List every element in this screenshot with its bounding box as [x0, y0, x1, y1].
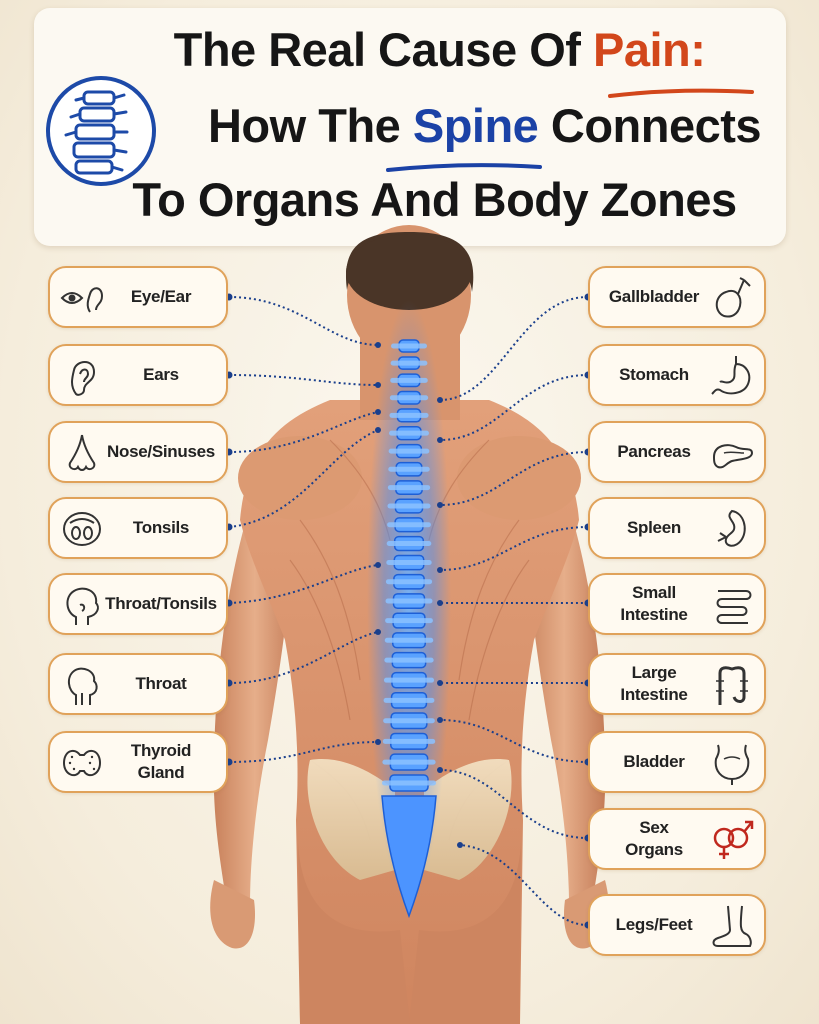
- throat-icon: [68, 667, 98, 705]
- spine-vertebrae: [381, 339, 437, 919]
- label-throat-tonsils: Throat/Tonsils: [48, 573, 228, 635]
- label-small-intestine: Small Intestine: [588, 573, 766, 635]
- label-text: Bladder: [623, 752, 685, 771]
- vertebra-process: [391, 343, 427, 349]
- vertebra-process: [387, 522, 431, 528]
- label-ears: Ears: [48, 344, 228, 406]
- label-text: Sex Organs: [625, 818, 683, 859]
- spleen-icon: [717, 509, 746, 547]
- label-text: Pancreas: [617, 442, 691, 461]
- vertebra-process: [390, 377, 428, 383]
- vertebra-process: [389, 412, 429, 418]
- vertebra-process: [382, 780, 436, 786]
- label-text: Eye/Ear: [130, 287, 192, 306]
- large-intestine-icon: [716, 666, 748, 705]
- vertebra-process: [388, 448, 430, 454]
- spine-underline: [386, 163, 542, 172]
- foot-icon: [712, 905, 752, 947]
- label-text: Nose/Sinuses: [107, 442, 215, 461]
- head-profile-icon: [66, 587, 99, 625]
- tonsils-icon: [63, 512, 101, 546]
- title-accent-pain: Pain:: [592, 23, 706, 76]
- label-thyroid-gland: Thyroid Gland: [48, 731, 228, 793]
- vertebra-process: [385, 598, 433, 604]
- vertebra-process: [383, 718, 435, 724]
- vertebrae-icon: [64, 90, 129, 175]
- title-accent-spine: Spine: [412, 99, 539, 152]
- label-legs-feet: Legs/Feet: [588, 894, 766, 956]
- label-sex-organs: Sex Organs: [588, 808, 766, 870]
- vertebra-process: [386, 541, 432, 547]
- title-line-3: To Organs And Body Zones: [132, 173, 737, 226]
- stomach-icon: [711, 356, 751, 395]
- eye-ear-icon: [60, 287, 104, 313]
- sacrum: [381, 795, 437, 919]
- label-text: Stomach: [619, 365, 689, 384]
- label-text: Throat: [135, 674, 187, 693]
- label-large-intestine: Large Intestine: [588, 653, 766, 715]
- label-text: Large Intestine: [620, 663, 688, 704]
- label-text: Gallbladder: [608, 287, 700, 306]
- label-gallbladder: Gallbladder: [588, 266, 766, 328]
- nose-icon: [68, 434, 96, 471]
- vertebra-process: [385, 579, 433, 585]
- vertebra-process: [385, 618, 433, 624]
- label-text: Ears: [143, 365, 179, 384]
- label-eye-ear: Eye/Ear: [48, 266, 228, 328]
- pain-underline: [608, 88, 754, 98]
- label-throat: Throat: [48, 653, 228, 715]
- title-line-1: The Real Cause Of Pain:: [173, 23, 706, 76]
- left-shoulder: [238, 436, 362, 520]
- vertebra-process: [383, 677, 435, 683]
- label-tonsils: Tonsils: [48, 497, 228, 559]
- label-stomach: Stomach: [588, 344, 766, 406]
- thyroid-icon: [62, 749, 102, 777]
- label-text: Thyroid Gland: [130, 741, 192, 782]
- label-text: Throat/Tonsils: [105, 594, 217, 613]
- vertebra-process: [384, 637, 434, 643]
- bladder-icon: [714, 744, 750, 785]
- title-line-2: How The Spine Connects: [207, 99, 762, 152]
- vertebra-process: [388, 466, 430, 472]
- pancreas-icon: [712, 444, 754, 469]
- spine-logo: [46, 76, 156, 186]
- vertebra-process: [387, 503, 431, 509]
- sex-organs-icon: [713, 820, 754, 859]
- pelvis-left: [307, 759, 395, 880]
- vertebra-process: [382, 759, 436, 765]
- label-nose-sinuses: Nose/Sinuses: [48, 421, 228, 483]
- vertebra-process: [387, 485, 431, 491]
- pelvis-right: [424, 759, 512, 880]
- label-text: Legs/Feet: [615, 915, 693, 934]
- label-text: Small Intestine: [620, 583, 688, 624]
- label-spleen: Spleen: [588, 497, 766, 559]
- label-bladder: Bladder: [588, 731, 766, 793]
- vertebra-process: [383, 697, 435, 703]
- vertebra-process: [389, 395, 429, 401]
- left-hand: [210, 880, 256, 949]
- ear-icon: [71, 361, 96, 396]
- small-intestine-icon: [716, 590, 752, 624]
- label-text: Tonsils: [132, 518, 190, 537]
- vertebra-process: [386, 560, 432, 566]
- vertebra-process: [390, 360, 428, 366]
- vertebra-process: [389, 430, 429, 436]
- vertebra-process: [382, 738, 436, 744]
- right-shoulder: [457, 436, 581, 520]
- vertebra-process: [384, 657, 434, 663]
- title-card: [34, 8, 786, 246]
- gallbladder-icon: [715, 277, 751, 318]
- label-text: Spleen: [627, 518, 681, 537]
- label-pancreas: Pancreas: [588, 421, 766, 483]
